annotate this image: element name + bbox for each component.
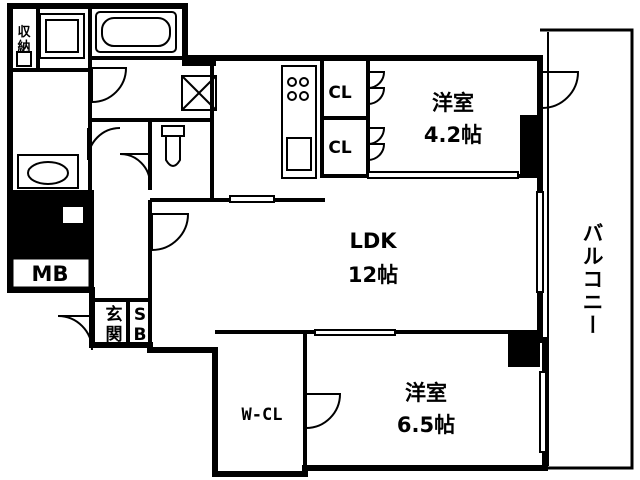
shoe-box-label-1: S xyxy=(134,305,146,325)
sliding-doors xyxy=(229,171,547,453)
bedroom-small-name: 洋室 xyxy=(432,91,474,115)
door-balcony1[interactable] xyxy=(541,71,580,109)
walk-in-closet-label: W-CL xyxy=(242,405,283,425)
door-cl2-a[interactable] xyxy=(367,127,386,145)
fridge-space xyxy=(181,75,217,111)
entrance-label-1: 玄 xyxy=(106,304,123,325)
door-wcl[interactable] xyxy=(305,393,342,429)
walls xyxy=(7,3,634,477)
vanity xyxy=(17,154,79,189)
toilet-tank xyxy=(161,125,185,137)
doors xyxy=(57,67,580,429)
burner-1 xyxy=(287,77,297,87)
basin xyxy=(27,161,69,185)
burner-2 xyxy=(299,77,309,87)
storage-label-2: 納 xyxy=(17,39,30,55)
ldk-name: LDK xyxy=(349,229,397,253)
kitchen-counter xyxy=(281,65,317,179)
washer-pan xyxy=(39,13,85,59)
stair-marker xyxy=(16,51,32,67)
door-corridor[interactable] xyxy=(151,213,190,252)
closet-1-label: CL xyxy=(328,83,351,103)
window-ldk xyxy=(536,191,544,293)
slide-bed2[interactable] xyxy=(314,329,396,336)
balcony-outline xyxy=(540,28,634,470)
kitchen-sink xyxy=(286,137,312,171)
door-bath[interactable] xyxy=(91,67,128,104)
window-bed2 xyxy=(539,371,547,453)
slide-bed1[interactable] xyxy=(367,171,519,179)
burner-3 xyxy=(287,91,297,101)
bedroom-large-size: 6.5帖 xyxy=(397,413,455,437)
balcony-label: バルコニー xyxy=(580,222,604,337)
bedroom-large-name: 洋室 xyxy=(405,381,447,405)
pillar-bedroom2 xyxy=(508,332,540,367)
wash-notch xyxy=(61,205,85,225)
pillars xyxy=(10,58,540,367)
meter-box-label: MB xyxy=(32,262,69,286)
door-entrance[interactable] xyxy=(57,315,93,351)
ldk-size: 12帖 xyxy=(348,263,398,287)
pillar-bedroom1 xyxy=(520,115,540,175)
door-cl2-b[interactable] xyxy=(367,143,386,161)
door-wash[interactable] xyxy=(87,127,121,161)
door-toilet[interactable] xyxy=(119,153,151,185)
storage-label-1: 収 xyxy=(17,25,31,40)
pillar-kitchen xyxy=(182,58,216,66)
fridge-x2 xyxy=(181,75,217,111)
window-kitchen xyxy=(229,195,275,203)
shoe-box-label-2: B xyxy=(134,325,147,345)
bedroom-small-size: 4.2帖 xyxy=(424,123,482,147)
door-cl1-a[interactable] xyxy=(367,71,386,89)
toilet-bowl xyxy=(165,135,181,167)
door-cl1-b[interactable] xyxy=(367,87,386,105)
room-labels: 洋室 4.2帖 LDK 12帖 洋室 6.5帖 CL CL W-CL MB 収 … xyxy=(17,25,604,437)
fixtures xyxy=(16,11,317,189)
mb-box xyxy=(10,256,92,290)
burner-4 xyxy=(299,91,309,101)
bathtub xyxy=(95,11,177,53)
closet-2-label: CL xyxy=(328,138,351,158)
washer-inner xyxy=(45,19,79,53)
outer-wall xyxy=(7,3,548,477)
bathtub-inner xyxy=(101,17,171,47)
entrance-label-2: 関 xyxy=(106,325,123,345)
